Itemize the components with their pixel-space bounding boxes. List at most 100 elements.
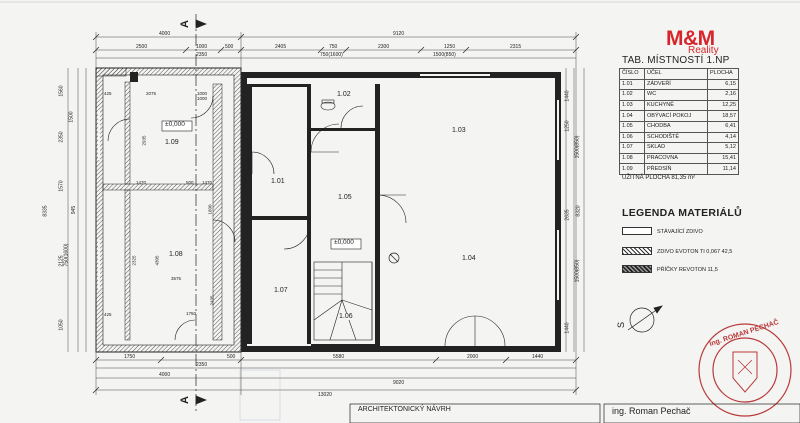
room-label-1-02: 1.02: [337, 91, 351, 98]
dim-top-2405: 2405: [275, 44, 287, 50]
dim-right-1440-bottom: 1440: [564, 322, 571, 334]
room-label-1-03: 1.03: [452, 127, 466, 134]
legend-item-existing: STÁVAJÍCÍ ZDIVO: [657, 229, 703, 235]
dim-int-1750: 1750: [186, 311, 197, 316]
dim-bottom-1750: 1750: [124, 354, 136, 360]
dim-right-1440-top: 1440: [564, 90, 571, 102]
footer-project: ARCHITEKTONICKÝ NÁVRH: [358, 406, 451, 413]
room-purpose: ZÁDVEŘÍ: [644, 78, 708, 91]
dim-int-3575: 3575: [171, 276, 182, 281]
usable-area-total: UŽITNÁ PLOCHA 81,35 m²: [622, 175, 696, 181]
room-label-1-09: 1.09: [165, 139, 179, 146]
room-number: 1.08: [619, 152, 645, 165]
room-area: 6,41: [707, 120, 739, 133]
dim-top-1500-850: 1500(850): [433, 52, 456, 58]
dim-bottom-2000: 2000: [467, 354, 479, 360]
brand-logo: M&M Reality: [666, 28, 719, 56]
room-purpose: WC: [644, 89, 708, 101]
room-area: 12,25: [707, 99, 739, 112]
room-purpose: CHODBA: [644, 120, 708, 133]
dim-left-945: 945: [71, 205, 78, 215]
room-number: 1.05: [619, 120, 645, 133]
dim-bottom-5580: 5580: [333, 354, 345, 360]
dim-int-1000-b: 1000: [197, 96, 208, 101]
dim-bottom-9020: 9020: [393, 380, 405, 386]
faded-note: [239, 369, 281, 421]
legend-swatch-revoton: [622, 265, 652, 273]
level-marks: [161, 120, 362, 250]
dim-int-500: 500: [186, 180, 194, 185]
room-table-title: TAB. MÍSTNOSTÍ 1.NP: [622, 55, 730, 66]
room-number: 1.09: [619, 163, 645, 175]
dim-int-4305: 4305: [154, 255, 160, 266]
dim-left-1570: 1570: [58, 180, 65, 192]
legend-item-evoton: ZDIVO EVOTON TI 0,067 42,5: [657, 249, 733, 255]
dim-int-425-top: 425: [104, 91, 112, 96]
dim-int-1600: 1600: [207, 204, 213, 215]
dim-bottom-500: 500: [227, 354, 236, 360]
dim-right-8320: 8320: [575, 205, 582, 217]
dim-top-2350: 2350: [196, 52, 208, 58]
dim-right-1250: 1250: [564, 120, 571, 132]
interior-walls-right: [247, 84, 380, 346]
dim-bottom-1440: 1440: [532, 354, 544, 360]
section-mark-bottom: A: [178, 396, 191, 404]
room-label-1-05: 1.05: [338, 194, 352, 201]
dimension-lines: [67, 32, 585, 395]
dim-top-500: 500: [225, 44, 234, 50]
dim-int-425-bottom: 425: [104, 312, 112, 317]
dim-top-750: 750: [329, 44, 338, 50]
room-label-1-04: 1.04: [462, 255, 476, 262]
section-cut-markers: [195, 14, 207, 412]
dim-int-1470-a: 1470: [136, 180, 147, 185]
dim-left-1050: 1050: [58, 319, 65, 331]
north-label: S: [616, 321, 627, 329]
room-area: 18,57: [707, 110, 739, 122]
room-label-1-08: 1.08: [169, 251, 183, 258]
room-number: 1.03: [619, 99, 645, 112]
dim-right-2635: 2635: [564, 209, 571, 221]
dim-int-2075: 2075: [146, 91, 157, 96]
level-mark-center: ±0,000: [334, 239, 354, 246]
room-number: 1.01: [619, 78, 645, 91]
dim-bottom-4000: 4000: [159, 372, 171, 378]
logo-mark: M&M: [666, 27, 715, 50]
room-purpose: PŘEDSÍŇ: [644, 163, 708, 175]
level-mark-left: ±0,000: [165, 121, 185, 128]
dim-top-750-1600: 750(1600): [320, 52, 343, 58]
room-label-1-07: 1.07: [274, 287, 288, 294]
dim-top-1250: 1250: [444, 44, 456, 50]
dim-left-1500: 1500: [68, 111, 75, 123]
room-number: 1.04: [619, 110, 645, 122]
col-number: ČÍSLO: [619, 68, 645, 80]
room-area: 2,16: [707, 89, 739, 101]
wc-fixture: [320, 99, 336, 111]
title-block: [349, 403, 800, 423]
dimension-ticks: [92, 33, 580, 394]
section-mark-top: A: [178, 20, 191, 28]
room-number: 1.07: [619, 142, 645, 154]
room-purpose: KUCHYNĚ: [644, 99, 708, 112]
staircase: [313, 261, 373, 341]
dim-bottom-2350: 2350: [196, 362, 208, 368]
footer-author: ing. Roman Pechač: [612, 406, 691, 416]
room-area: 5,12: [707, 142, 739, 154]
col-area: PLOCHA: [707, 68, 739, 80]
room-label-1-01: 1.01: [271, 178, 285, 185]
room-area: 15,41: [707, 152, 739, 165]
dim-int-1470-b: 1470: [202, 180, 213, 185]
dim-left-750-1600: 750(1600): [63, 243, 70, 267]
room-label-1-06: 1.06: [339, 313, 353, 320]
engineer-stamp: [698, 323, 792, 417]
dim-int-1000-top: 1000: [197, 91, 208, 96]
room-area: 6,15: [707, 78, 739, 91]
dim-top-2315: 2315: [510, 44, 522, 50]
logo-subtitle: Reality: [688, 45, 719, 56]
room-purpose: PRACOVNA: [644, 152, 708, 165]
